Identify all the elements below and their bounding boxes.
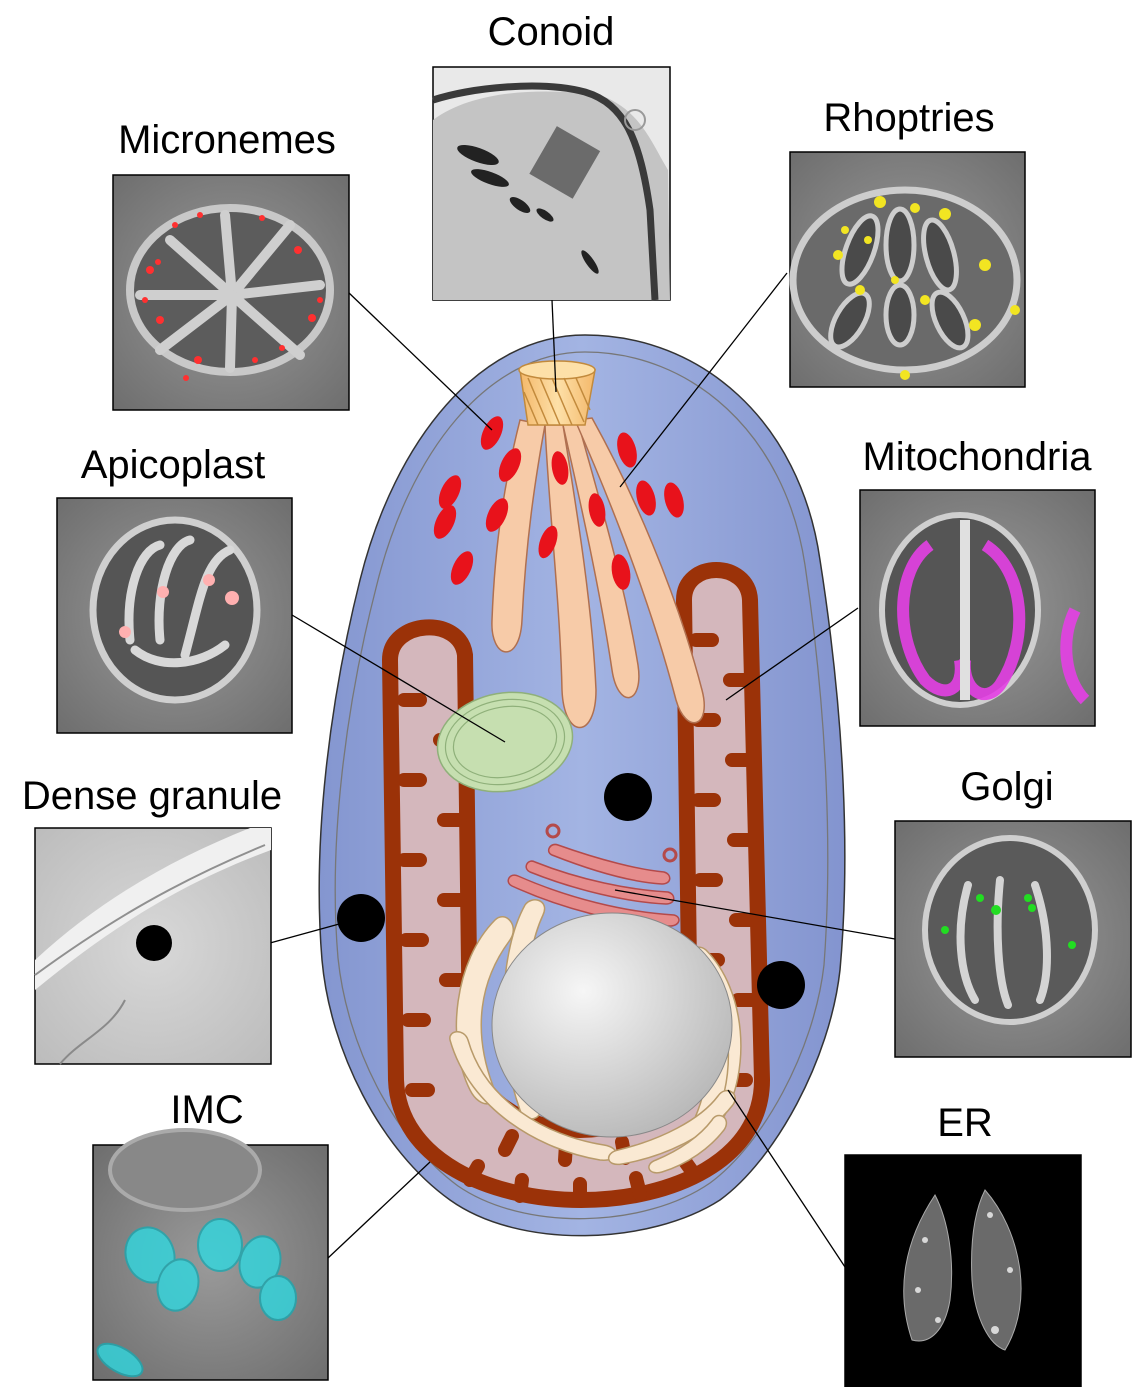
conoid-structure: [519, 361, 595, 425]
label-micronemes: Micronemes: [118, 118, 336, 162]
mitochondria-micrograph: [860, 490, 1095, 726]
micronemes-micrograph: [113, 175, 349, 410]
conoid-micrograph: [433, 67, 670, 300]
label-dense-granule: Dense granule: [22, 774, 282, 818]
label-er: ER: [937, 1101, 993, 1145]
dense-granule-micrograph: [35, 828, 271, 1064]
label-golgi: Golgi: [960, 765, 1053, 809]
label-apicoplast: Apicoplast: [81, 443, 266, 487]
apicoplast-micrograph: [57, 498, 292, 733]
leader-line-micronemes: [348, 292, 492, 430]
nucleus: [492, 913, 732, 1137]
er-micrograph: [845, 1155, 1081, 1387]
imc-micrograph: [92, 1130, 328, 1383]
leader-line-imc: [328, 1162, 430, 1258]
golgi-micrograph: [895, 821, 1131, 1057]
label-conoid: Conoid: [488, 10, 615, 54]
label-mitochondria: Mitochondria: [862, 435, 1092, 479]
label-imc: IMC: [170, 1088, 243, 1132]
rhoptries-micrograph: [790, 152, 1025, 387]
label-rhoptries: Rhoptries: [823, 96, 994, 140]
